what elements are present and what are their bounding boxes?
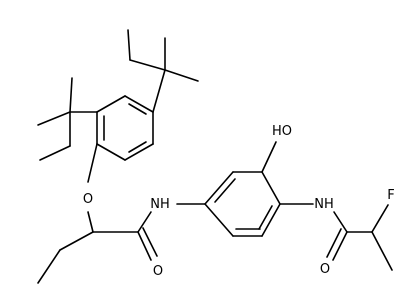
bond xyxy=(332,231,348,261)
atom-label-nh-right: NH xyxy=(314,197,334,212)
bond xyxy=(87,143,98,183)
bond xyxy=(96,143,126,161)
bond xyxy=(69,77,73,113)
bond xyxy=(371,204,389,233)
aromatic-bond-inner xyxy=(128,141,147,153)
atom-labels: O NH O HO NH O F xyxy=(83,124,395,279)
atom-label-fluorine: F xyxy=(387,188,394,203)
bond xyxy=(137,231,152,261)
bond xyxy=(261,171,281,205)
hydroxyl-bond xyxy=(261,141,277,173)
fluoropropanamide-chain xyxy=(279,203,393,271)
bond xyxy=(59,231,94,251)
bond xyxy=(164,69,199,82)
tert-pentyl-group-top xyxy=(127,29,199,113)
aromatic-bond-inner xyxy=(258,205,273,230)
atom-label-nh-left: NH xyxy=(150,197,170,212)
bond xyxy=(204,203,234,237)
bond xyxy=(127,29,131,61)
atom-label-carbonyl-o-left: O xyxy=(153,264,163,279)
atom-label-carbonyl-o-right: O xyxy=(320,262,330,277)
bond xyxy=(333,211,348,233)
bond xyxy=(87,211,94,233)
carbonyl-double-bond xyxy=(142,227,158,257)
bond xyxy=(124,95,154,113)
bond xyxy=(37,111,71,126)
aromatic-bond-inner xyxy=(214,178,236,203)
bond xyxy=(96,95,126,113)
bond xyxy=(39,145,71,161)
bond xyxy=(152,69,166,113)
phenyl-ring-b xyxy=(204,171,281,237)
atom-label-hydroxyl: HO xyxy=(272,124,292,139)
tert-pentyl-group-left xyxy=(37,77,98,161)
atom-label-ether-oxygen: O xyxy=(83,192,93,207)
aromatic-bond-inner xyxy=(128,103,147,115)
bond xyxy=(261,203,281,237)
bond xyxy=(204,171,234,205)
bond xyxy=(124,143,154,161)
butanamide-chain xyxy=(37,143,206,284)
bond xyxy=(37,249,61,284)
bond xyxy=(371,231,393,271)
carbonyl-double-bond xyxy=(326,228,342,258)
phenyl-ring-a xyxy=(96,95,154,161)
bond xyxy=(137,211,152,233)
bond xyxy=(129,59,166,71)
